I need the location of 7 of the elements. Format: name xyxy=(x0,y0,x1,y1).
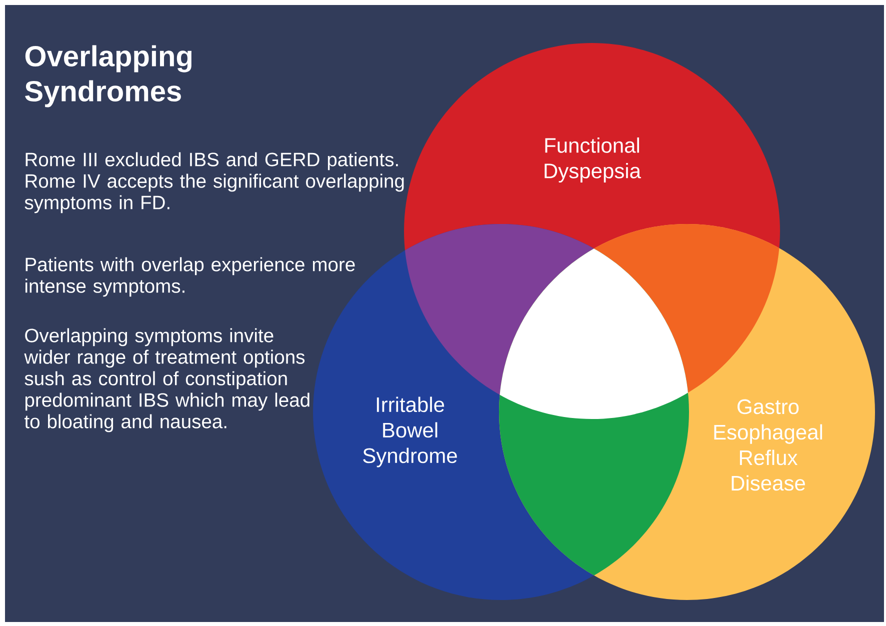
title: Overlapping Syndromes xyxy=(25,45,192,108)
paragraph: Overlapping symptoms invite wider range of treatment options sush as control of constipation predominant IBS which may lead to bloating and nausea. xyxy=(24,328,310,432)
paragraph: Patients with overlap experience more intense symptoms. xyxy=(26,257,355,297)
circle-label: Irritable Bowel Syndrome xyxy=(363,396,457,468)
circle-label: Functional Dyspepsia xyxy=(544,137,642,183)
paragraph: Rome III excluded IBS and GERD patients. Rome IV accepts the significant overlapping symptoms in FD. xyxy=(24,152,404,214)
circle-label: Gastro Esophageal Reflux Disease xyxy=(714,399,822,491)
